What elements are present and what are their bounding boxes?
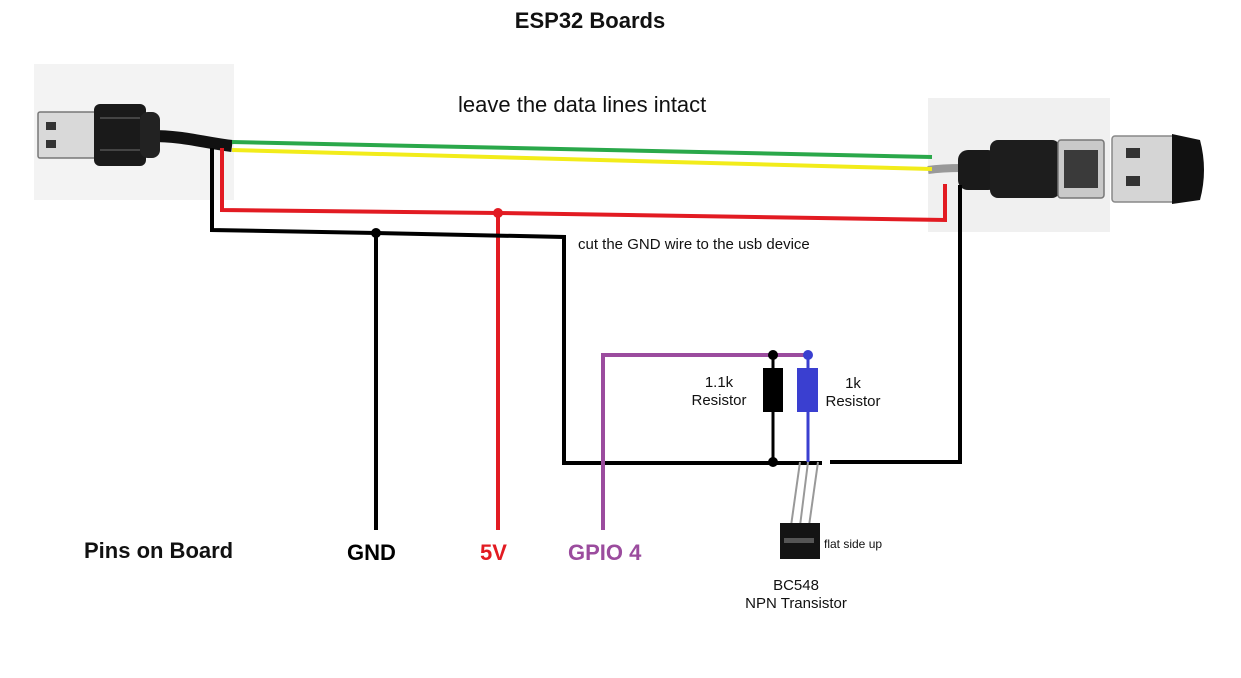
resistor-2-label: 1k Resistor — [818, 375, 888, 411]
resistor-1-label: 1.1k Resistor — [684, 374, 754, 410]
transistor-label: BC548 NPN Transistor — [730, 577, 862, 613]
resistor-2-top-junction — [803, 350, 813, 360]
pins-header: Pins on Board — [84, 538, 234, 563]
gpio-wire — [601, 353, 810, 530]
usb-flash-drive-icon — [1111, 134, 1204, 204]
gnd-cut-note: cut the GND wire to the usb device — [578, 236, 810, 253]
resistor-2-value: 1k — [845, 375, 861, 392]
data-lines-note: leave the data lines intact — [458, 92, 707, 117]
resistor-1-word: Resistor — [691, 392, 747, 409]
usb-male-plug-icon — [34, 64, 234, 200]
gnd-pin-label: GND — [347, 540, 396, 565]
data-line-yellow — [231, 148, 933, 171]
usb-female-socket-icon — [927, 98, 1110, 232]
resistor-2-word: Resistor — [825, 393, 881, 410]
data-line-green — [231, 140, 933, 159]
resistor-1-top-junction — [768, 350, 778, 360]
resistor-2-body — [797, 368, 818, 412]
vcc-junction — [493, 208, 503, 218]
resistor-1-body — [763, 368, 783, 412]
gnd-junction — [371, 228, 381, 238]
gpio-pin-label: GPIO 4 — [568, 540, 642, 565]
diagram-title: ESP32 Boards — [514, 8, 666, 33]
resistor-1-value: 1.1k — [704, 374, 734, 391]
transistor-model: BC548 — [773, 577, 819, 594]
transistor-orientation-note: flat side up — [824, 537, 883, 551]
device-gnd-wire — [830, 185, 962, 464]
resistor-1-bottom-junction — [768, 457, 778, 467]
transistor-icon — [780, 461, 820, 559]
vcc-pin-label: 5V — [480, 540, 507, 565]
gnd-wire — [210, 148, 822, 465]
transistor-type: NPN Transistor — [745, 595, 847, 612]
